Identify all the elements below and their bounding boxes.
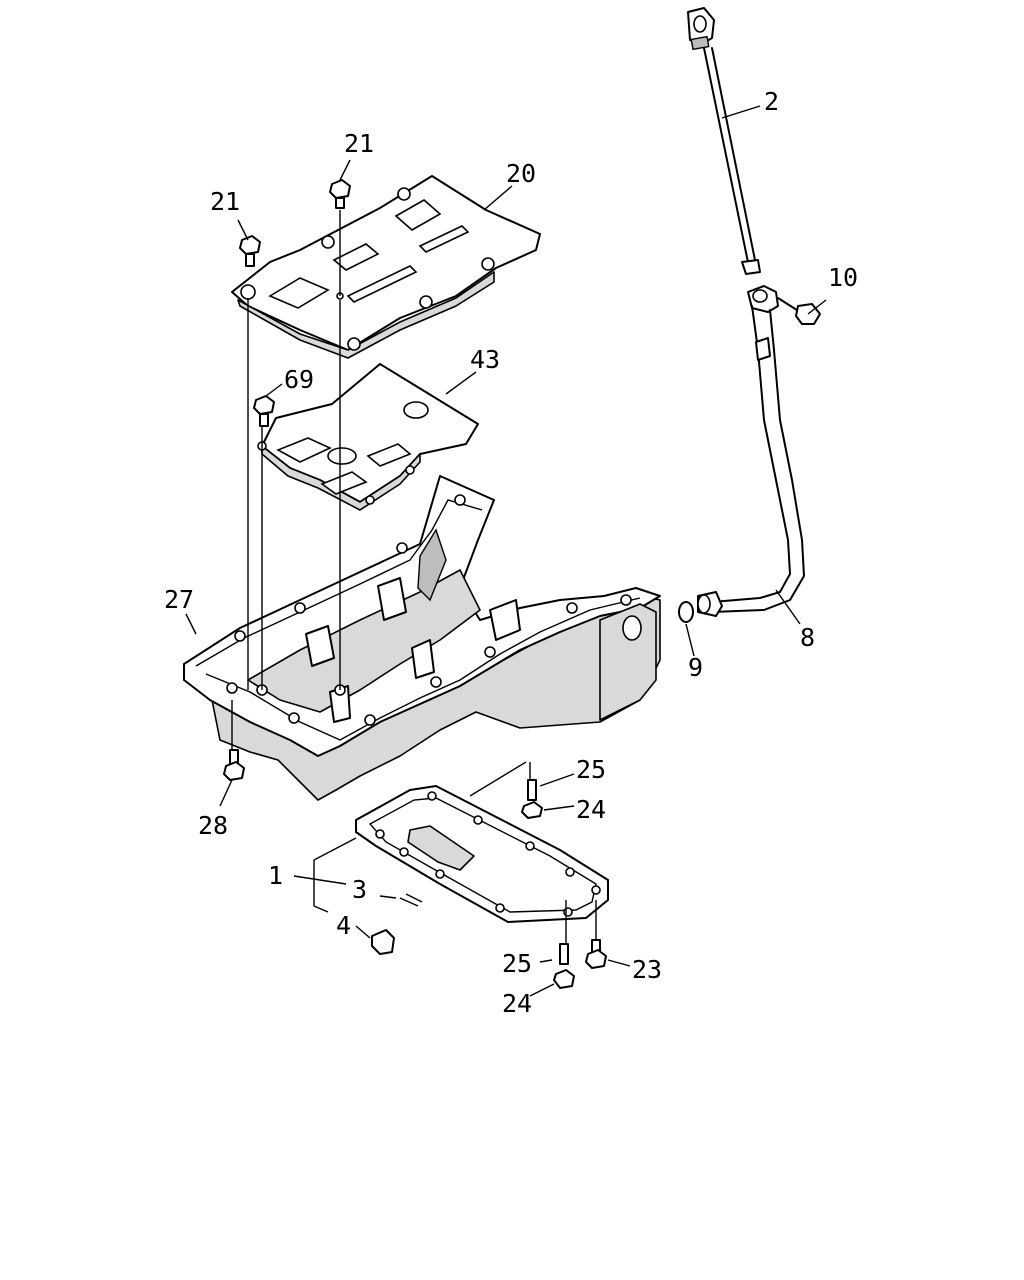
oil-pan-lower (355, 785, 609, 923)
baffle (257, 363, 479, 511)
dipstick-guide-tube (697, 285, 805, 617)
callout-28: 28 (198, 811, 228, 840)
nut-24-lower (553, 969, 575, 989)
callout-25-lower: 25 (502, 949, 532, 978)
callout-43: 43 (470, 345, 500, 374)
dipstick (687, 7, 761, 275)
stud-25-upper (527, 779, 537, 801)
callout-2: 2 (764, 87, 779, 116)
bolt-10 (777, 297, 821, 325)
callout-69: 69 (284, 365, 314, 394)
bolt-69 (253, 395, 275, 427)
gasket (399, 893, 423, 907)
callout-10: 10 (828, 263, 858, 292)
callout-25-upper: 25 (576, 755, 606, 784)
callout-27: 27 (164, 585, 194, 614)
callout-1: 1 (268, 861, 283, 890)
callout-8: 8 (800, 623, 815, 652)
callouts: 2 10 8 9 20 21 21 43 69 27 28 25 24 1 3 … (164, 87, 858, 1018)
alignment-lines (231, 210, 597, 944)
callout-24-upper: 24 (576, 795, 606, 824)
callout-4: 4 (336, 911, 351, 940)
callout-21-left: 21 (210, 187, 240, 216)
stud-25-lower (559, 943, 569, 965)
callout-20: 20 (506, 159, 536, 188)
bolt-21-left (239, 235, 261, 267)
callout-24-lower: 24 (502, 989, 532, 1018)
baffle-plate (231, 175, 541, 359)
nut-24-upper (521, 801, 543, 819)
bolt-23 (585, 939, 607, 969)
bolt-28 (223, 749, 245, 781)
callout-21-right: 21 (344, 129, 374, 158)
o-ring (678, 601, 694, 623)
callout-23: 23 (632, 955, 662, 984)
callout-3: 3 (352, 875, 367, 904)
oil-pan-upper (183, 475, 661, 801)
bolt-21-right (329, 179, 351, 209)
leader-lines (185, 105, 827, 997)
callout-9: 9 (688, 653, 703, 682)
drain-plug (371, 929, 395, 955)
